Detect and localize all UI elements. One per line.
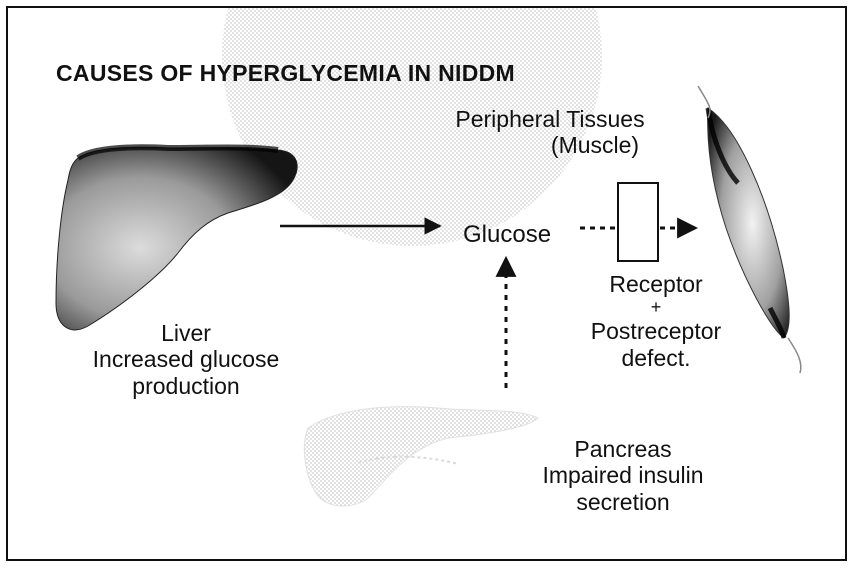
receptor-box bbox=[618, 183, 658, 261]
pancreas-label: Pancreas Impaired insulin secretion bbox=[513, 436, 733, 515]
pancreas-line2: Impaired insulin bbox=[513, 462, 733, 488]
pancreas-line3: secretion bbox=[513, 489, 733, 515]
peripheral-tissues-label: Peripheral Tissues (Muscle) bbox=[400, 106, 700, 159]
liver-icon bbox=[56, 147, 297, 330]
receptor-line2: + bbox=[556, 297, 756, 318]
peripheral-line2: (Muscle) bbox=[400, 132, 700, 158]
peripheral-line1: Peripheral Tissues bbox=[400, 106, 700, 132]
receptor-line1: Receptor bbox=[556, 271, 756, 297]
receptor-line3: Postreceptor bbox=[556, 318, 756, 344]
glucose-label: Glucose bbox=[463, 221, 551, 249]
liver-label: Liver Increased glucose production bbox=[56, 320, 316, 399]
diagram-frame: CAUSES OF HYPERGLYCEMIA IN NIDDM Periphe… bbox=[6, 6, 847, 561]
pancreas-icon bbox=[304, 407, 538, 506]
liver-line1: Liver bbox=[56, 320, 316, 346]
diagram-title: CAUSES OF HYPERGLYCEMIA IN NIDDM bbox=[56, 60, 515, 87]
pancreas-line1: Pancreas bbox=[513, 436, 733, 462]
liver-line2: Increased glucose bbox=[56, 346, 316, 372]
receptor-label: Receptor + Postreceptor defect. bbox=[556, 271, 756, 371]
liver-line3: production bbox=[56, 373, 316, 399]
receptor-line4: defect. bbox=[556, 345, 756, 371]
